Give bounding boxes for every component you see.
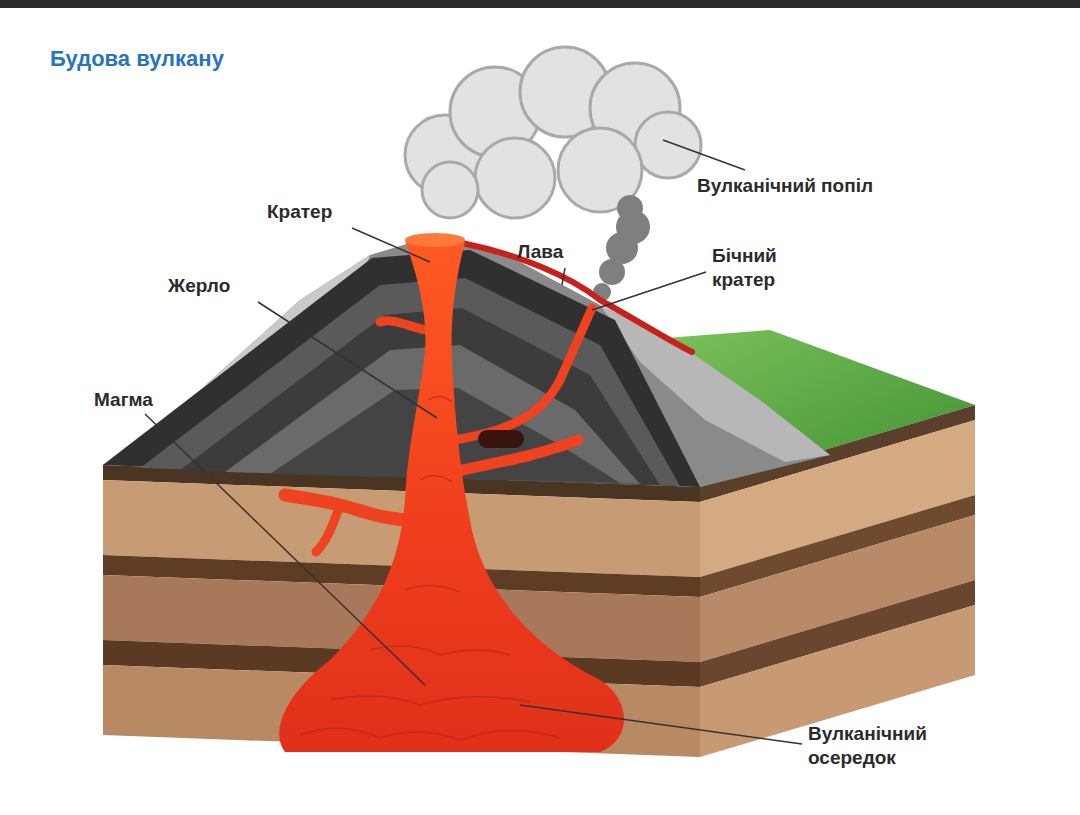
magma-branch bbox=[316, 505, 340, 552]
cloud-puff bbox=[475, 138, 555, 218]
texture-line bbox=[330, 696, 530, 705]
cone-layer bbox=[103, 250, 700, 487]
texture-line bbox=[370, 646, 510, 655]
label-holder: Магма bbox=[94, 388, 153, 412]
ash-cloud bbox=[405, 47, 701, 218]
label-holder: Жерло bbox=[168, 274, 230, 298]
magma-branch bbox=[380, 321, 425, 330]
leader-line bbox=[520, 705, 802, 744]
leader-line bbox=[258, 302, 437, 418]
smoke-column bbox=[593, 195, 650, 301]
crater-glow bbox=[405, 233, 465, 247]
label-holder: Кратер bbox=[267, 200, 332, 224]
smoke-puff bbox=[617, 195, 643, 221]
part-label: Бічний кратер bbox=[712, 244, 812, 292]
leader-line bbox=[562, 268, 565, 285]
magma-conduit bbox=[279, 234, 624, 752]
label-holder: Вулканічний осередок bbox=[808, 722, 973, 770]
part-label: Кратер bbox=[267, 200, 332, 224]
texture-line bbox=[420, 475, 452, 482]
leader-line bbox=[663, 140, 745, 170]
label-holder: Лава bbox=[517, 240, 563, 264]
part-label: Магма bbox=[94, 388, 153, 412]
diagram-title: Будова вулкану bbox=[50, 46, 224, 72]
texture-line bbox=[300, 728, 560, 740]
magma-body bbox=[279, 233, 624, 752]
top-bar bbox=[0, 0, 1080, 8]
cloud-puff bbox=[635, 112, 701, 178]
volcano-cone bbox=[103, 243, 830, 487]
texture-line bbox=[428, 396, 452, 402]
texture-line bbox=[405, 585, 460, 592]
leader-line bbox=[592, 272, 706, 310]
part-label: Вулканічний попіл bbox=[697, 174, 873, 198]
magma-branch bbox=[285, 495, 412, 520]
cloud-puff bbox=[422, 162, 478, 218]
magma-texture bbox=[300, 396, 560, 740]
magma-pocket bbox=[478, 430, 524, 448]
label-holder: Вулканічний попіл bbox=[697, 174, 873, 198]
part-label: Лава bbox=[517, 240, 563, 264]
part-label: Жерло bbox=[168, 274, 230, 298]
part-label: Вулканічний осередок bbox=[808, 722, 973, 770]
cone-slope bbox=[103, 243, 830, 487]
leader-line bbox=[145, 414, 425, 685]
label-holder: Бічний кратер bbox=[712, 244, 812, 292]
leader-lines bbox=[145, 140, 802, 744]
leader-line bbox=[352, 228, 430, 262]
side-vent bbox=[455, 308, 592, 440]
title-holder: Будова вулкану bbox=[50, 46, 224, 72]
